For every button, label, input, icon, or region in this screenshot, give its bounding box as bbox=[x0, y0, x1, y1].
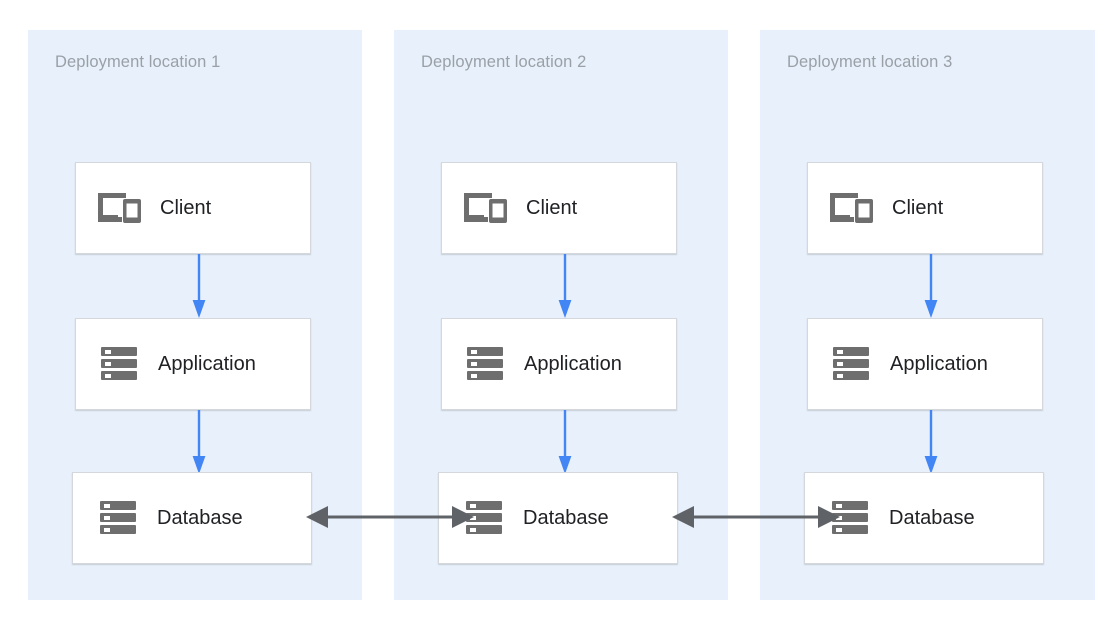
node-client-3[interactable]: Client bbox=[807, 162, 1043, 254]
down-arrow-icon-1b bbox=[192, 410, 206, 474]
node-application-3[interactable]: Application bbox=[807, 318, 1043, 410]
panel-title-2: Deployment location 2 bbox=[421, 53, 587, 71]
node-label-application-1: Application bbox=[158, 352, 256, 375]
node-database-3[interactable]: Database bbox=[804, 472, 1044, 564]
server-stack-icon bbox=[464, 345, 506, 383]
down-arrow-icon-3b bbox=[924, 410, 938, 474]
node-label-client-3: Client bbox=[892, 196, 944, 219]
devices-icon bbox=[826, 190, 878, 226]
panel-title-1: Deployment location 1 bbox=[55, 53, 221, 71]
node-client-1[interactable]: Client bbox=[75, 162, 311, 254]
down-arrow-icon-2a bbox=[558, 254, 572, 318]
devices-icon bbox=[94, 190, 146, 226]
node-client-2[interactable]: Client bbox=[441, 162, 677, 254]
server-stack-icon bbox=[98, 345, 140, 383]
node-application-2[interactable]: Application bbox=[441, 318, 677, 410]
node-label-client-1: Client bbox=[160, 196, 212, 219]
down-arrow-icon-1a bbox=[192, 254, 206, 318]
deployment-location-panel-2: Deployment location 2 Client bbox=[394, 30, 728, 600]
node-label-database-1: Database bbox=[157, 506, 243, 529]
deployment-location-panel-1: Deployment location 1 Client bbox=[28, 30, 362, 600]
node-application-1[interactable]: Application bbox=[75, 318, 311, 410]
node-label-client-2: Client bbox=[526, 196, 578, 219]
server-stack-icon bbox=[97, 499, 139, 537]
node-label-database-2: Database bbox=[523, 506, 609, 529]
node-label-application-2: Application bbox=[524, 352, 622, 375]
node-database-2[interactable]: Database bbox=[438, 472, 678, 564]
panel-title-3: Deployment location 3 bbox=[787, 53, 953, 71]
server-stack-icon bbox=[463, 499, 505, 537]
down-arrow-icon-2b bbox=[558, 410, 572, 474]
devices-icon bbox=[460, 190, 512, 226]
down-arrow-icon-3a bbox=[924, 254, 938, 318]
deployment-location-panel-3: Deployment location 3 Client bbox=[760, 30, 1095, 600]
node-label-application-3: Application bbox=[890, 352, 988, 375]
server-stack-icon bbox=[830, 345, 872, 383]
server-stack-icon bbox=[829, 499, 871, 537]
node-database-1[interactable]: Database bbox=[72, 472, 312, 564]
double-arrow-icon-db2-db3 bbox=[672, 502, 840, 532]
node-label-database-3: Database bbox=[889, 506, 975, 529]
double-arrow-icon-db1-db2 bbox=[306, 502, 474, 532]
